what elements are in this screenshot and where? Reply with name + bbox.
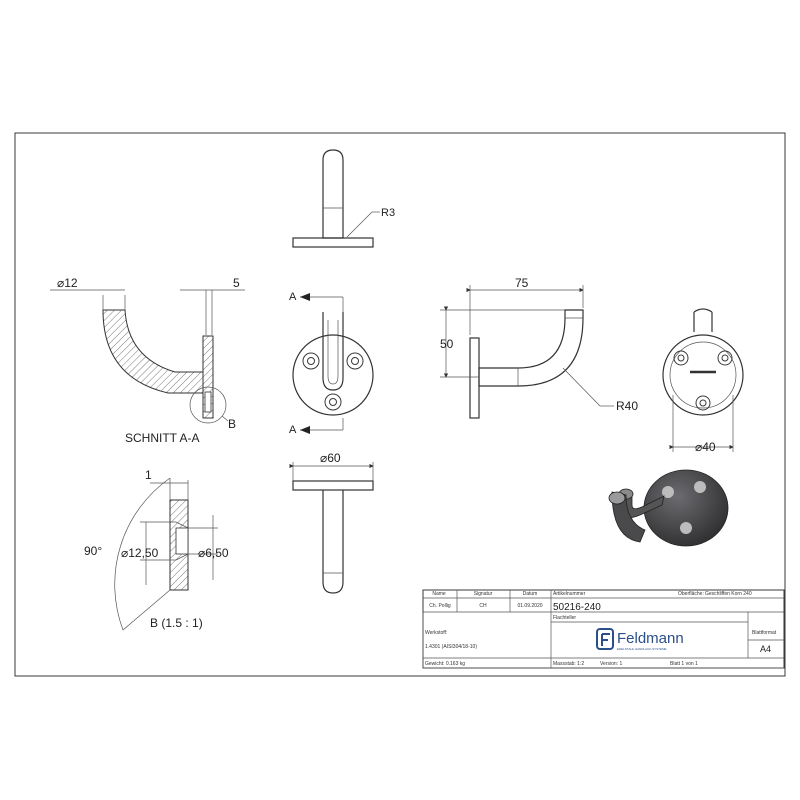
description: Flachteller	[553, 615, 576, 621]
oberflaeche-label: Oberfläche:	[678, 591, 704, 597]
dia-60-dimension: ⌀60	[320, 451, 341, 465]
dia-12-dimension: ⌀12	[57, 276, 78, 290]
detail-title: B (1.5 : 1)	[150, 616, 203, 630]
blattformat-value: A4	[760, 644, 771, 654]
artikelnummer-label: Artikelnummer	[553, 591, 586, 597]
dia-6-50-dimension: ⌀6,50	[198, 546, 229, 560]
detail-b-marker: B	[228, 417, 236, 431]
dia-12-50-dimension: ⌀12,50	[121, 546, 159, 560]
col-name: Name	[432, 591, 446, 597]
front-view: A A	[289, 291, 374, 436]
section-a-a-view: ⌀12 5 B SCHNITT A-A	[50, 276, 245, 445]
section-a-top: A	[289, 291, 297, 303]
dia-40-dimension: ⌀40	[695, 440, 716, 454]
datum-value: 01.09.2020	[517, 603, 542, 609]
werkstoff-value: 1.4301 (AISI304/18-10)	[425, 644, 477, 650]
top-view: R3	[292, 149, 395, 248]
back-view: ⌀40	[662, 308, 744, 454]
seventy-five-dimension: 75	[515, 276, 529, 290]
side-view: 75 50 R40	[440, 276, 638, 419]
gewicht: Gewicht: 0.163 kg	[425, 661, 465, 667]
section-title: SCHNITT A-A	[125, 431, 199, 445]
oberflaeche-value: Geschliffen Korn 240	[705, 591, 752, 597]
ninety-degree-dimension: 90°	[84, 544, 102, 558]
bottom-view: ⌀60	[289, 451, 374, 594]
sheet-border	[14, 132, 786, 677]
detail-b-view: 90° 1 ⌀12,50 ⌀6,50 B (1.5 : 1)	[84, 468, 229, 631]
fifty-dimension: 50	[440, 337, 454, 351]
feldmann-logo	[596, 628, 614, 650]
werkstoff-label: Werkstoff:	[425, 630, 447, 636]
col-signatur: Signatur	[474, 591, 493, 597]
article-number: 50216-240	[553, 602, 601, 613]
signatur-value: CH	[479, 603, 487, 609]
title-block	[422, 589, 785, 669]
col-datum: Datum	[523, 591, 538, 597]
company-name: Feldmann	[617, 630, 684, 647]
one-dimension: 1	[145, 468, 152, 482]
massstab: Massstab: 1:2	[553, 661, 584, 667]
blattformat-label: Blattformat	[752, 630, 777, 636]
section-a-bottom: A	[289, 424, 297, 436]
version: Version: 1	[600, 661, 622, 667]
name-value: Ch. Pollig	[429, 603, 451, 609]
five-dimension: 5	[233, 276, 240, 290]
r3-dimension: R3	[381, 207, 395, 219]
r40-dimension: R40	[616, 399, 638, 413]
company-subtitle: EDELSTAHL HANDLAUF-SYSTEME	[617, 647, 667, 651]
isometric-render	[608, 469, 729, 547]
blatt: Blatt 1 von 1	[670, 661, 698, 667]
